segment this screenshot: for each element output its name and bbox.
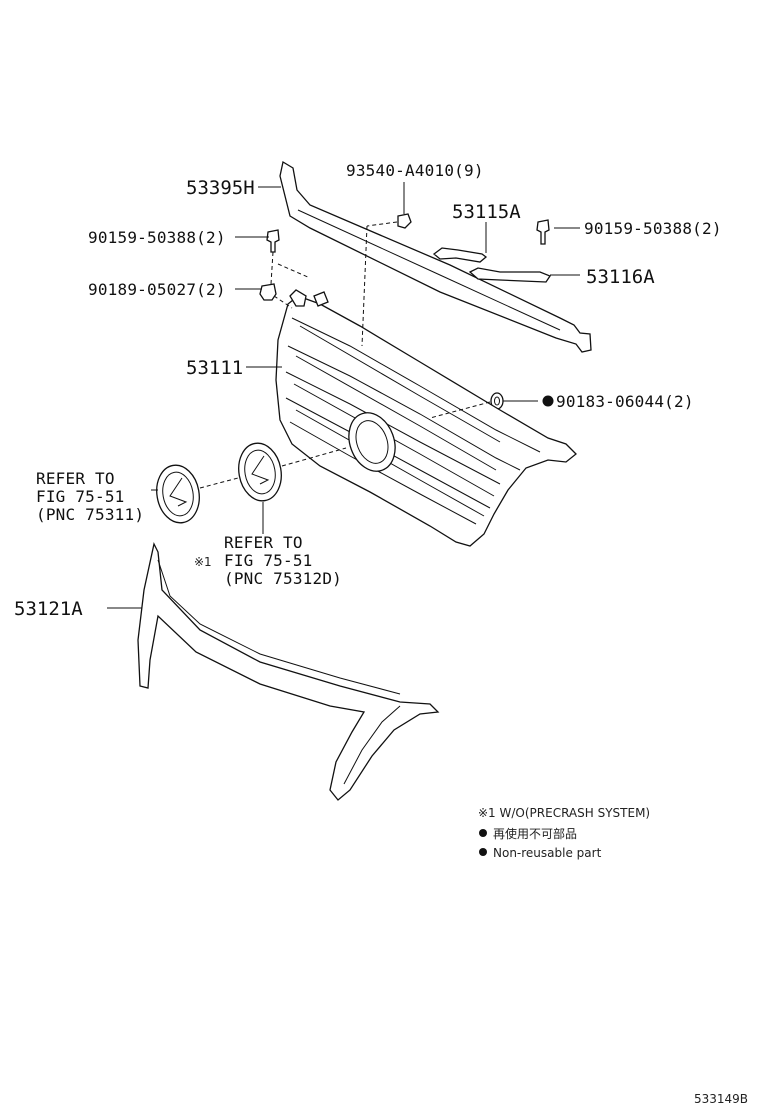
bullet-icon <box>479 848 487 856</box>
screw-90159-left-icon <box>266 229 280 253</box>
label-53111: 53111 <box>186 357 243 379</box>
label-90159-right: 90159-50388(2) <box>584 219 722 238</box>
label-93540: 93540-A4010(9) <box>346 161 484 180</box>
refer-right-line1: REFER TO <box>224 533 303 552</box>
note-non-reusable: Non-reusable part <box>493 846 602 860</box>
emblem-75311 <box>156 464 200 524</box>
assembly-lines <box>199 221 491 489</box>
bullet-icon <box>479 829 487 837</box>
screw-90159-right-icon <box>536 219 550 245</box>
refer-right: ※1 REFER TO FIG 75-51 (PNC 75312D) <box>194 533 342 588</box>
refer-left: REFER TO FIG 75-51 (PNC 75311) <box>36 469 144 524</box>
refer-right-line3: (PNC 75312D) <box>224 569 342 588</box>
figure-id: 533149B <box>694 1092 748 1106</box>
refer-right-mark: ※1 <box>194 555 212 569</box>
label-53115A: 53115A <box>452 201 521 223</box>
note-jp: 再使用不可部品 <box>493 826 577 841</box>
label-53116A: 53116A <box>586 266 655 288</box>
clip-53116A <box>468 267 551 283</box>
refer-left-line1: REFER TO <box>36 469 115 488</box>
label-90183: 90183-06044(2) <box>556 392 694 411</box>
refer-left-line2: FIG 75-51 <box>36 487 125 506</box>
emblem-75312D <box>238 442 282 502</box>
radiator-grille-53111 <box>275 289 577 547</box>
note-precrash: ※1 W/O(PRECRASH SYSTEM) <box>478 806 650 820</box>
label-90159-left: 90159-50388(2) <box>88 228 226 247</box>
label-53395H: 53395H <box>186 177 255 199</box>
leader-lines <box>107 182 580 609</box>
upper-molding-53395H <box>279 160 592 353</box>
label-53121A: 53121A <box>14 598 83 620</box>
clip-93540-icon <box>397 213 412 229</box>
notes: ※1 W/O(PRECRASH SYSTEM) 再使用不可部品 Non-reus… <box>478 806 650 860</box>
clip-53115A <box>432 247 488 263</box>
clip-90189-icon <box>259 283 277 301</box>
non-reusable-bullet-icon <box>542 395 554 407</box>
label-90189: 90189-05027(2) <box>88 280 226 299</box>
refer-left-line3: (PNC 75311) <box>36 505 144 524</box>
refer-right-line2: FIG 75-51 <box>224 551 313 570</box>
grille-molding-53121A <box>137 542 440 801</box>
